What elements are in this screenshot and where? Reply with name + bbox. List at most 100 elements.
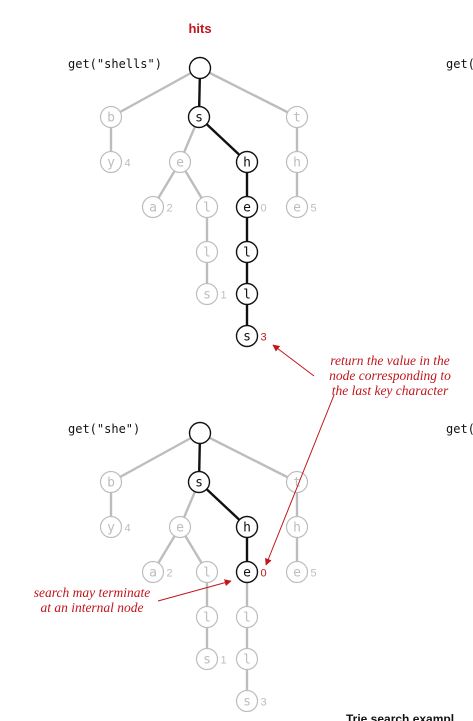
trie-node-h [235, 515, 259, 539]
figure-caption: Trie search exampl [346, 712, 454, 721]
node-char: s [243, 695, 251, 710]
trie-node-l1 [195, 195, 219, 219]
node-char: a [149, 201, 157, 216]
node-char: h [293, 521, 301, 536]
arrow-to-hit-she [265, 394, 335, 566]
trie-node-l3 [235, 240, 259, 264]
node-value: 2 [167, 203, 173, 215]
node-char: y [107, 156, 115, 171]
node-value: 1 [221, 290, 227, 302]
query-label: get("she") [68, 422, 140, 436]
trie-node-y [99, 515, 123, 539]
query-label-cut: get( [446, 57, 473, 71]
node-char: y [107, 521, 115, 536]
trie-node-t [285, 470, 309, 494]
node-char: s [243, 330, 251, 345]
node-char: s [195, 476, 203, 491]
trie-node-s3 [235, 689, 259, 713]
node-value: 2 [167, 568, 173, 580]
node-char: l [243, 246, 251, 261]
node-char: l [203, 201, 211, 216]
trie-node-l1 [195, 560, 219, 584]
trie-node-t [285, 105, 309, 129]
annotation-line-1: return the value in the [330, 353, 449, 368]
node-char: e [293, 566, 301, 581]
node-value: 0 [261, 568, 267, 580]
trie-node-s2 [195, 647, 219, 671]
trie-node-e3 [285, 195, 309, 219]
node-char: e [176, 521, 184, 536]
trie-node-h2 [285, 515, 309, 539]
annotation-line-3: the last key character [332, 383, 449, 398]
trie-edge-root-t [199, 431, 298, 484]
node-char: h [243, 521, 251, 536]
trie-node-h [235, 150, 259, 174]
trie-node-root [188, 56, 212, 80]
annotation-line-1: search may terminate [34, 585, 150, 600]
node-char: l [203, 566, 211, 581]
node-char: b [107, 111, 115, 126]
trie-node-s3 [235, 324, 259, 348]
annotation-line-2: node corresponding to [329, 368, 451, 383]
trie-node-a [141, 195, 165, 219]
return-value-annotation: return the value in the node correspondi… [265, 344, 451, 566]
node-char: e [293, 201, 301, 216]
node-char: h [243, 156, 251, 171]
node-value: 1 [221, 655, 227, 667]
node-value: 3 [261, 697, 267, 709]
query-label-cut: get( [446, 422, 473, 436]
internal-node-annotation: search may terminate at an internal node [34, 579, 232, 615]
trie-edge-root-b [110, 431, 201, 484]
trie-node-e [168, 515, 192, 539]
node-char: a [149, 566, 157, 581]
node-char: l [243, 653, 251, 668]
trie-node-l4 [235, 282, 259, 306]
node-char: l [203, 611, 211, 626]
arrow-to-internal-node [157, 579, 232, 602]
node-char: s [195, 111, 203, 126]
node-char: b [107, 476, 115, 491]
trie-node-l4 [235, 647, 259, 671]
node-char: h [293, 156, 301, 171]
node-value: 4 [125, 158, 131, 170]
node-char: s [203, 288, 211, 303]
annotation-line-2: at an internal node [40, 600, 143, 615]
trie-node-l2 [195, 240, 219, 264]
node-value: 0 [261, 203, 267, 215]
node-value: 4 [125, 523, 131, 535]
node-char: l [203, 246, 211, 261]
trie-node-s2 [195, 282, 219, 306]
node-char: e [176, 156, 184, 171]
trie-node-e3 [285, 560, 309, 584]
node-value: 3 [261, 332, 267, 344]
trie-node-l3 [235, 605, 259, 629]
node-char: s [203, 653, 211, 668]
node-char: t [293, 111, 301, 126]
trie-edge-root-t [199, 66, 298, 119]
trie-node-e2 [235, 560, 259, 584]
node-value: 5 [311, 203, 317, 215]
trie-node-y [99, 150, 123, 174]
trie-node-root [188, 421, 212, 445]
node-char: t [293, 476, 301, 491]
query-label: get("shells") [68, 57, 162, 71]
node-value: 5 [311, 568, 317, 580]
trie-node-s [187, 105, 211, 129]
arrow-to-hit-shells [272, 344, 315, 377]
trie-node-l2 [195, 605, 219, 629]
trie-node-b [99, 470, 123, 494]
node-char: e [243, 566, 251, 581]
node-char: l [243, 611, 251, 626]
trie-node-s [187, 470, 211, 494]
node-char: l [243, 288, 251, 303]
trie-edge-root-b [110, 66, 201, 119]
hits-title: hits [188, 21, 211, 36]
trie-node-a [141, 560, 165, 584]
trie-node-e2 [235, 195, 259, 219]
node-char: e [243, 201, 251, 216]
